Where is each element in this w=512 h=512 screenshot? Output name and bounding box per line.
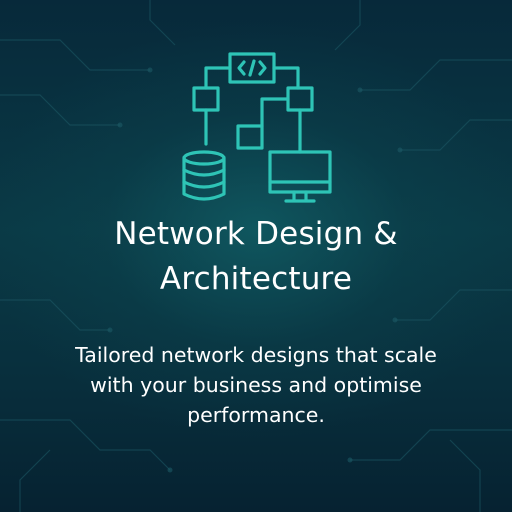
network-architecture-icon bbox=[176, 48, 336, 208]
title-line-2: Architecture bbox=[159, 261, 353, 297]
description-line-3: performance. bbox=[187, 403, 325, 427]
title-line-1: Network Design & bbox=[114, 216, 398, 252]
description-line-1: Tailored network designs that scale bbox=[75, 343, 437, 367]
card-title: Network Design & Architecture bbox=[0, 212, 512, 302]
card-description: Tailored network designs that scale with… bbox=[40, 340, 472, 430]
description-line-2: with your business and optimise bbox=[90, 373, 422, 397]
